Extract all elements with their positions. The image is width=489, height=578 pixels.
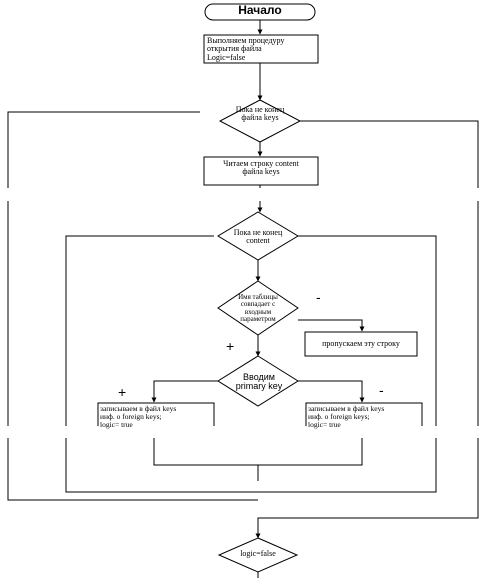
write-left-line: инф. о foreign keys; [100, 411, 162, 421]
primary-key-line: Вводим [243, 372, 275, 382]
inner-loop-line [65, 235, 214, 426]
table-name-text: Имя таблицы совпадает с входным параметр… [222, 293, 294, 324]
open-file-box [203, 34, 319, 64]
table-name-line: параметром [240, 315, 276, 324]
flow-line [151, 380, 218, 403]
loop-content-text: Пока не конец content [218, 228, 298, 246]
pk-yes-mark: + [118, 384, 127, 400]
merge-line [153, 438, 363, 466]
write-right-text: записываем в файл keys инф. о foreign ke… [308, 405, 424, 429]
pk-no-mark: - [379, 382, 384, 398]
inner-exit-line [298, 235, 437, 426]
outer-loop-line [7, 438, 258, 501]
write-left-line: записываем в файл keys [100, 404, 177, 413]
inner-loop-line [65, 438, 437, 493]
loop-keys-line: Пока не конец [235, 105, 285, 114]
skip-row-box [304, 331, 418, 357]
open-file-text: Выполняем процедуру открытия файла Logic… [207, 36, 319, 62]
table-name-line: Имя таблицы [238, 293, 278, 301]
open-file-line: Logic=false [207, 52, 246, 62]
read-line-line: Читаем строку content [223, 159, 299, 168]
skip-row-text: пропускаем эту строку [322, 339, 400, 348]
primary-key-diamond [217, 355, 299, 407]
loop-content-line: Пока не конец [233, 228, 283, 237]
outer-loop-line [7, 111, 200, 188]
page-gap [0, 426, 489, 438]
start-label: Начало [238, 3, 282, 17]
write-right-line: logic= true [308, 419, 341, 429]
table-name-line: совпадает с [240, 300, 276, 309]
open-file-line: Выполняем процедуру [207, 36, 285, 45]
table-yes-mark: + [226, 338, 235, 354]
read-line-text: Читаем строку content файла keys [204, 159, 318, 177]
flow-line [298, 380, 365, 403]
read-line-box [203, 156, 319, 186]
write-left-text: записываем в файл keys инф. о foreign ke… [100, 405, 216, 429]
loop-keys-line: файла keys [241, 113, 279, 123]
page-gap [0, 188, 489, 201]
primary-key-line: primary key [235, 381, 283, 392]
open-file-line: открытия файла [207, 44, 262, 54]
loop-keys-text: Пока не конец файла keys [216, 105, 304, 123]
flow-line [298, 319, 365, 332]
outer-exit-line [300, 120, 479, 188]
outer-exit-line [255, 438, 479, 539]
table-name-line: входным [244, 307, 272, 316]
write-right-line: записываем в файл keys [308, 404, 385, 413]
table-no-mark: - [316, 289, 321, 305]
read-line-line: файла keys [242, 167, 280, 177]
loop-content-line: content [246, 236, 270, 246]
write-left-line: logic= true [100, 419, 133, 429]
write-right-line: инф. о foreign keys; [308, 411, 370, 421]
primary-key-text: Вводим primary key [224, 372, 294, 392]
end-check-text: logic=false [240, 549, 276, 558]
